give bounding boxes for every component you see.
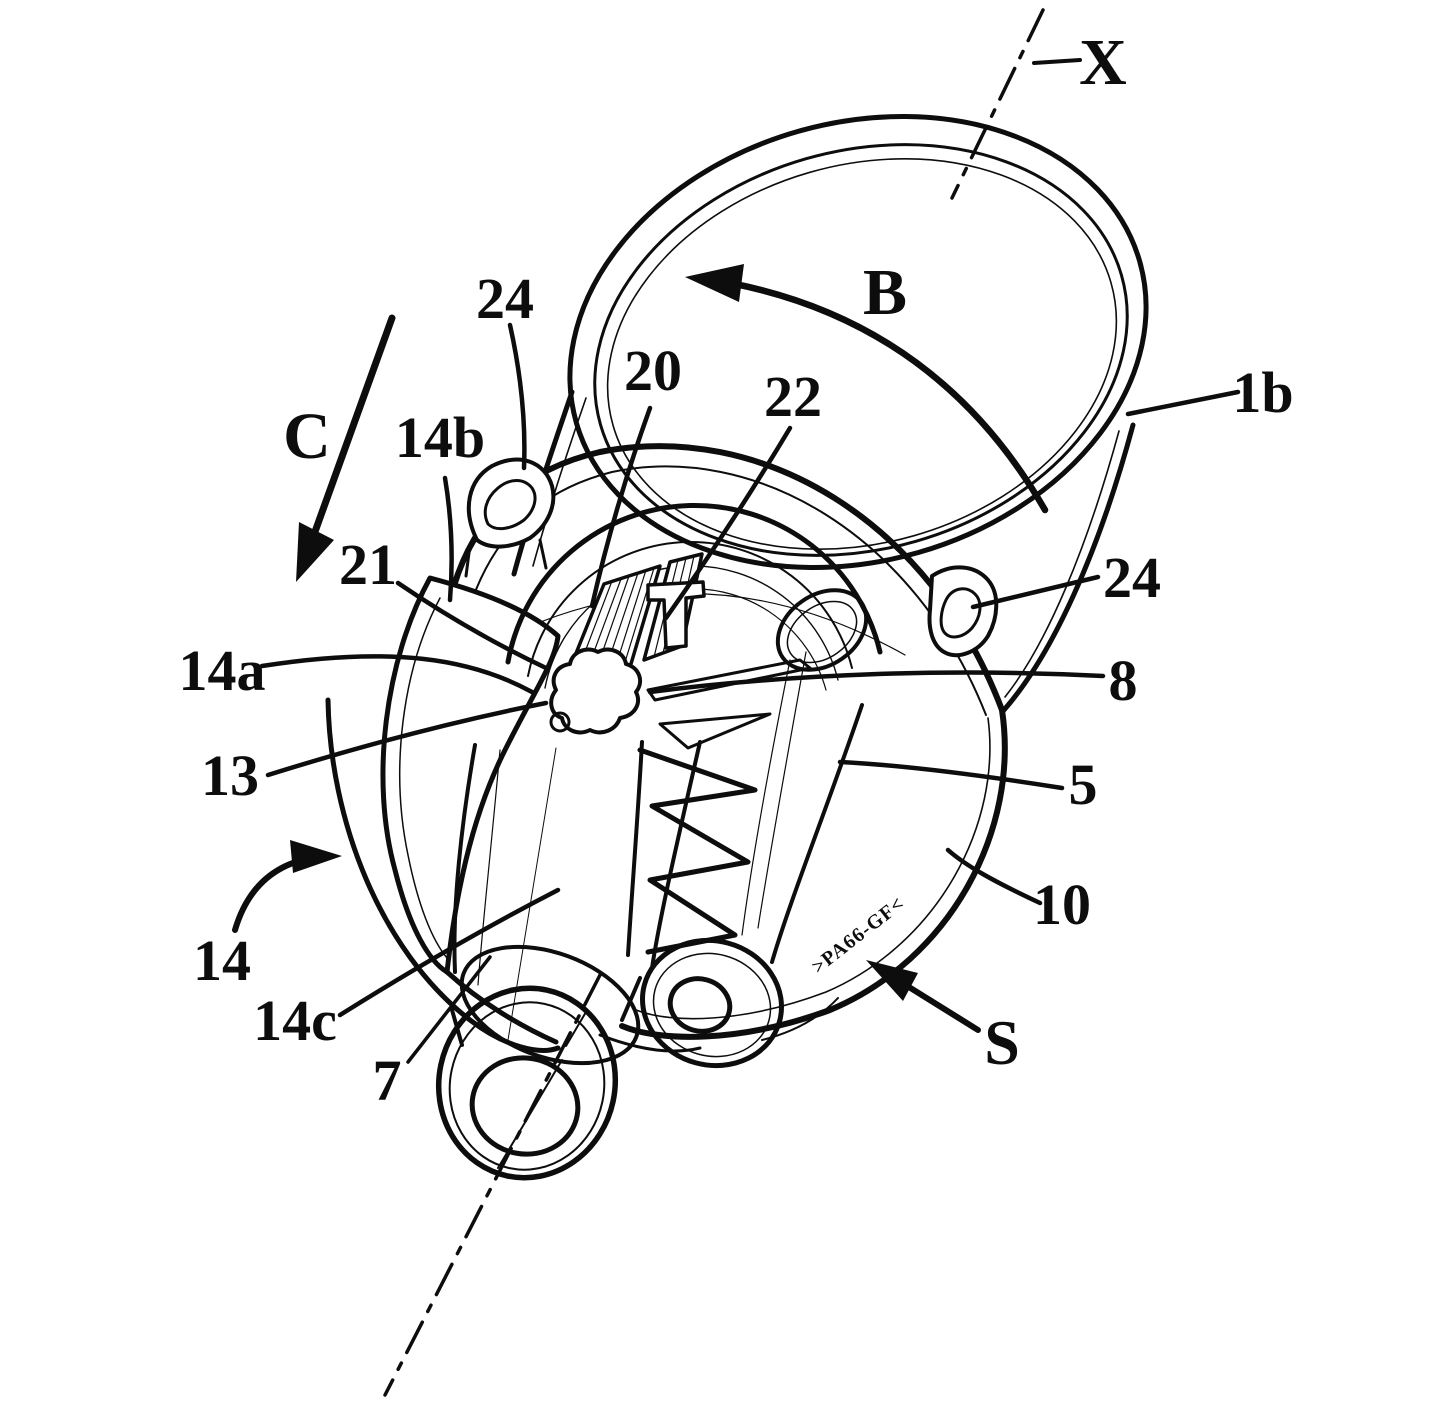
collar-rim-bottom-left (325, 697, 561, 1053)
leader-1b (1125, 389, 1241, 417)
bayonet-lug-right-24 (927, 565, 999, 658)
arrow-b-head (685, 264, 744, 302)
stub-mouth (775, 588, 869, 672)
leader-lines (259, 322, 1241, 1064)
nozzle-step-sides (450, 976, 642, 1047)
reference-labels: X B C 24 14b 20 22 21 1b 24 14a 8 13 5 1… (179, 26, 1294, 1113)
label-14b: 14b (395, 405, 485, 470)
leader-24-right (970, 574, 1101, 610)
inner-ring-arc-2 (527, 541, 853, 677)
star-claw-13 (549, 647, 643, 735)
leader-5 (837, 759, 1065, 791)
cup-rim-outer (567, 114, 1149, 570)
label-24-right: 24 (1103, 545, 1161, 610)
material-marking-text: >PA66-GF< (808, 892, 909, 978)
axis-bottom-segment (383, 973, 602, 1397)
lug-left-slot (483, 479, 537, 531)
hatch-lines-1 (571, 567, 655, 687)
label-s: S (984, 1007, 1020, 1078)
nozzle-tip-outer (435, 985, 619, 1181)
leader-14c (337, 887, 561, 1018)
stub-edge-right (770, 703, 864, 964)
label-24-left: 24 (476, 266, 534, 331)
label-13: 13 (201, 743, 259, 808)
label-22: 22 (764, 364, 822, 429)
stub-face-line-2 (757, 651, 807, 929)
leader-22 (663, 425, 793, 621)
helix-wedge-lower (658, 712, 772, 750)
left-nozzle-face-line (477, 749, 501, 986)
lug-right-outline (927, 565, 999, 658)
axis-through-bore-2 (565, 1011, 587, 1047)
t-slot-22 (646, 580, 706, 650)
stub-tip-outer (640, 937, 784, 1069)
axis-label-tick (1032, 58, 1082, 65)
label-7: 7 (373, 1048, 402, 1113)
collar-rim-bottom-right (619, 707, 1008, 1040)
stub-mouth-inner (786, 600, 858, 664)
label-b: B (863, 256, 907, 329)
bayonet-lug-left-24 (464, 457, 556, 578)
stub-tip-inner-edge (652, 952, 772, 1058)
nozzle-collar-ring (459, 944, 641, 1066)
collar-rim-bottom-right-inner (635, 717, 991, 1020)
cup-rim-inner (593, 143, 1129, 557)
cup-rim-innermost (606, 157, 1118, 551)
left-nozzle-edge-right (626, 740, 644, 957)
stub-edge-left (650, 740, 702, 970)
arrow-14-arc (232, 853, 328, 933)
stub-hole (667, 976, 733, 1034)
arrow-s-head (866, 960, 918, 1001)
label-10: 10 (1033, 872, 1091, 937)
wing-to-rim (444, 969, 559, 1045)
claw-pin-hole (549, 711, 571, 733)
label-21: 21 (339, 532, 397, 597)
cup-wall-left-inner (532, 397, 587, 567)
nozzle-tip-inner-edge (448, 1001, 606, 1171)
leader-8 (647, 670, 1106, 695)
label-5: 5 (1069, 752, 1098, 817)
label-20: 20 (624, 338, 682, 403)
arrow-c-head (296, 522, 334, 582)
leader-10 (945, 847, 1043, 906)
right-stub-5 (640, 588, 869, 1069)
lug-left-outline (466, 457, 556, 549)
cup-wall-right (1001, 422, 1136, 713)
direction-arrows (232, 264, 1049, 1033)
label-8: 8 (1109, 648, 1138, 713)
leader-14a (259, 654, 535, 695)
inner-ring-heavy-arc (505, 503, 883, 665)
arrow-c-shaft (299, 314, 396, 569)
leader-13 (265, 700, 549, 778)
leader-24-left (507, 322, 527, 471)
lug-right-slot (939, 587, 982, 639)
label-14c: 14c (253, 988, 337, 1053)
lug-left-base (464, 538, 548, 578)
leader-7 (406, 955, 492, 1064)
label-x: X (1079, 26, 1127, 99)
helical-screw-sawtooth (637, 747, 758, 955)
label-14a: 14a (179, 638, 266, 703)
left-nozzle-7 (435, 740, 644, 1181)
inner-ring-mechanism (505, 503, 883, 750)
axis-top-segment (950, 8, 1045, 200)
leader-14b (442, 475, 454, 603)
center-axis-line (383, 8, 1082, 1397)
stub-face-line-1 (741, 659, 791, 936)
leader-21 (395, 580, 549, 671)
arrow-b-arc (696, 274, 1049, 514)
label-14: 14 (193, 928, 251, 993)
label-c: C (283, 400, 331, 473)
collar-bottom-detail (598, 1033, 702, 1053)
leader-20 (589, 405, 653, 609)
nozzle-bore (469, 1055, 581, 1157)
arrow-14-head (290, 840, 342, 873)
label-1b: 1b (1232, 360, 1293, 425)
